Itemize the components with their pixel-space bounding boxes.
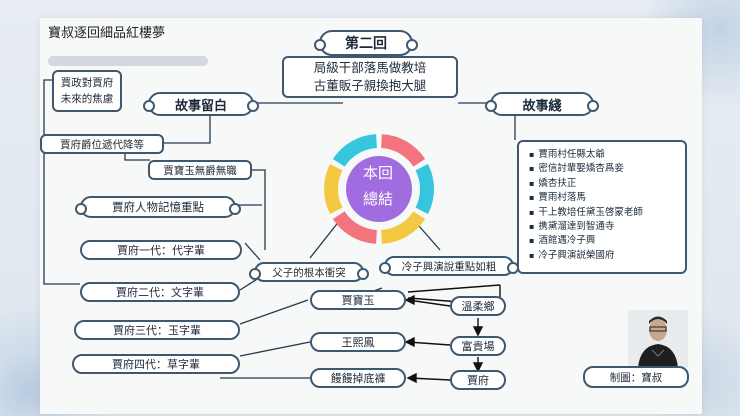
generation-3-box: 賈府三代：玉字輩 [74, 320, 240, 340]
chapter-title-line-1: 局級干部落馬做教培 [313, 60, 427, 75]
generation-1-box: 賈府一代：代字輩 [80, 240, 242, 260]
anxiety-line-1: 賈政對賈府 [60, 77, 114, 89]
subtitle-placeholder-bar [48, 56, 208, 66]
succession-box: 賈府爵位遞代降等 [40, 134, 164, 154]
credit-box: 制圖：寶叔 [583, 366, 689, 388]
memory-point-banner: 賈府人物記憶重點 [75, 196, 241, 218]
list-item: 冷子興演説榮國府 [529, 249, 679, 263]
generation-2-box: 賈府二代：文字輩 [80, 282, 240, 302]
list-item: 賈雨村任縣太爺 [529, 148, 679, 162]
chapter-title-box: 局級干部落馬做教培 古董販子親換抱大腿 [282, 56, 458, 98]
wang-xifeng-box: 王熙鳳 [310, 332, 406, 352]
list-item: 賈雨村落馬 [529, 191, 679, 205]
baoyu-no-title-box: 賈寶玉無爵無職 [148, 160, 252, 180]
list-item: 密信討輩娶嬌杏爲妾 [529, 162, 679, 176]
jiafu-box: 賈府 [450, 370, 506, 390]
ring-segment [380, 211, 426, 244]
ring-segment [332, 134, 378, 167]
ring-segment [324, 164, 343, 214]
chapter-title-line-2: 古董販子親換抱大腿 [313, 78, 427, 93]
summary-donut [324, 134, 434, 244]
anxiety-line-2: 未來的焦慮 [60, 93, 114, 105]
center-line-2: 總結 [362, 190, 393, 208]
center-line-1: 本回 [362, 164, 393, 182]
storyline-list: 賈雨村任縣太爺 密信討輩娶嬌杏爲妾 嬌杏扶正 賈雨村落馬 干上教培任黛玉啓蒙老師… [517, 140, 687, 274]
storyline-header: 故事綫 [485, 92, 599, 116]
ring-segment [415, 164, 434, 214]
chapter-banner: 第二回 [314, 30, 418, 56]
ring-segment [332, 211, 378, 244]
center-label: 本回 總結 [345, 160, 411, 212]
mantou-box: 饅饅掉底褲 [310, 368, 406, 388]
ring-segment [380, 134, 426, 167]
document-title: 寶叔逐回細品紅樓夢 [48, 26, 166, 41]
fugui-box: 富貴場 [450, 336, 506, 356]
story-gap-header: 故事留白 [143, 92, 259, 116]
jia-baoyu-box: 賈寶玉 [310, 290, 406, 310]
father-son-conflict-banner: 父子的根本衝突 [249, 262, 369, 282]
center-circle [346, 156, 412, 222]
wenrou-box: 溫柔鄉 [450, 296, 506, 316]
generation-4-box: 賈府四代：草字輩 [72, 354, 240, 374]
list-item: 嬌杏扶正 [529, 177, 679, 191]
list-item: 携黛溜達到智通寺 [529, 220, 679, 234]
list-item: 酒館遇冷子興 [529, 234, 679, 248]
lengzi-key-point-banner: 冷子興演說重點如粗 [379, 256, 519, 276]
jia-zheng-anxiety-box: 賈政對賈府 未來的焦慮 [52, 70, 122, 112]
author-portrait [628, 310, 688, 368]
list-item: 干上教培任黛玉啓蒙老師 [529, 206, 679, 220]
